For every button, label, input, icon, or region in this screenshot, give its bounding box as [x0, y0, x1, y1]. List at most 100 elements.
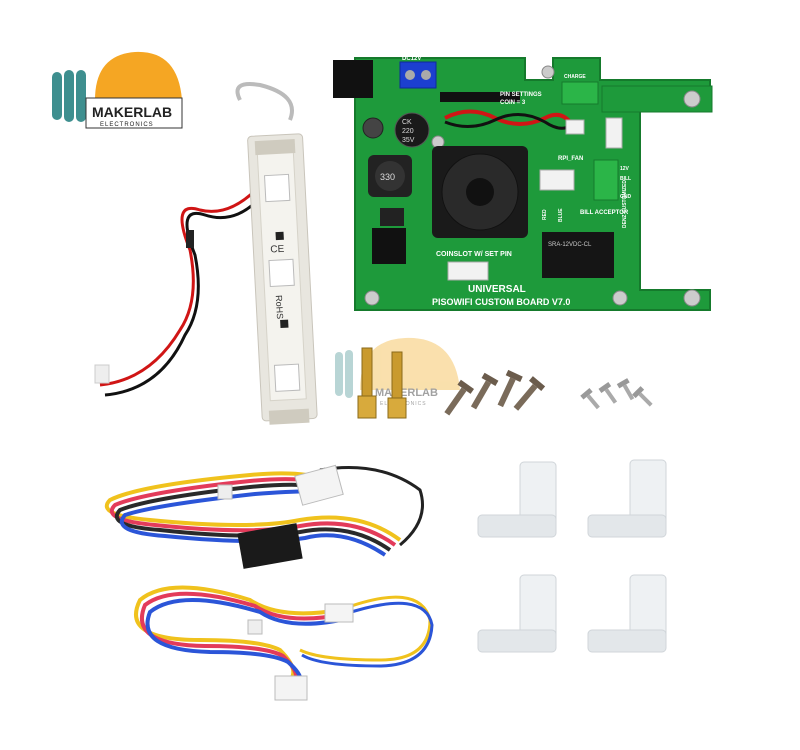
- rpi-fan-label: RPI_FAN: [558, 156, 583, 162]
- pin-header: [440, 92, 520, 102]
- capacitor: [394, 112, 430, 148]
- pin-settings-label: PIN SETTINGS: [500, 92, 542, 98]
- led-chip-3: [273, 363, 301, 392]
- led-chip-1: [263, 173, 291, 203]
- led-black-wire: [104, 159, 287, 397]
- relay: [542, 232, 614, 278]
- board-title-2: PISOWIFI CUSTOM BOARD V7.0: [432, 297, 570, 307]
- side-connector: [605, 117, 623, 149]
- led-endcap-top: [254, 139, 296, 156]
- brass-standoffs: [357, 347, 407, 419]
- fan-red-wire: [444, 109, 572, 126]
- ic-chip: [380, 208, 404, 226]
- watermark-coil-1: [335, 352, 343, 396]
- cable1-tie: [217, 484, 233, 500]
- wire-joint: [186, 230, 194, 248]
- plastic-brackets: [477, 459, 667, 653]
- watermark-bulb: [360, 337, 460, 390]
- standoff-2-base: [387, 397, 407, 419]
- charge-terminal: [561, 81, 599, 105]
- mount-hole-6: [541, 65, 555, 79]
- mount-hole-3: [364, 290, 380, 306]
- cable1-red: [109, 477, 397, 547]
- led-resistor-2: [280, 319, 289, 329]
- charge-label: CHARGE: [564, 74, 586, 80]
- dc-label: DC12V: [402, 56, 421, 62]
- cable2-red: [139, 591, 346, 683]
- denz-label: DENZ CUSTOMIZED: [622, 180, 628, 228]
- voltage-regulator: [372, 228, 406, 264]
- inductor-core: [375, 161, 405, 191]
- relay-label: SRA-12VDC-CL: [548, 242, 592, 248]
- capacitor-label: CK: [402, 119, 412, 126]
- logo-coil-1: [52, 72, 62, 120]
- cable1-dupont-connector: [237, 523, 303, 569]
- board-title-1: UNIVERSAL: [468, 284, 526, 295]
- watermark-coil-2: [345, 350, 353, 398]
- capacitor-label-3: 35V: [402, 137, 415, 144]
- blue-label: BLUE: [558, 208, 564, 222]
- cable1-white-connector: [294, 464, 344, 506]
- dc-jack: [333, 60, 373, 98]
- coin-setting-label: COIN = 3: [500, 100, 526, 106]
- led-connector: [94, 364, 110, 384]
- watermark-logo: MAKERLAB ELECTRONICS: [335, 337, 460, 407]
- standoff-1: [361, 347, 373, 397]
- small-screws: [580, 378, 653, 410]
- bracket-3: [477, 574, 557, 653]
- cable1-black: [114, 482, 392, 552]
- led-endcap-bottom: [268, 408, 310, 425]
- cable2-tie: [247, 619, 263, 635]
- mount-hole-2: [683, 289, 701, 307]
- capacitor-label-2: 220: [402, 128, 414, 135]
- fan-hub: [466, 178, 494, 206]
- logo-brand: MAKERLAB: [92, 104, 172, 120]
- cable2-connector-top: [324, 603, 354, 623]
- small-capacitor: [362, 117, 384, 139]
- v12-label: 12V: [620, 166, 630, 172]
- mount-hole-1: [683, 90, 701, 108]
- standoff-1-base: [357, 395, 377, 419]
- led-rohs-mark: RoHS: [274, 295, 285, 320]
- cable2-loop-yellow: [299, 595, 432, 662]
- logo-text-box: [85, 97, 183, 129]
- coinslot-label: COINSLOT W/ SET PIN: [436, 251, 512, 258]
- logo-sub: ELECTRONICS: [100, 122, 154, 128]
- large-screws: [444, 369, 546, 416]
- led-red-wire: [99, 159, 282, 387]
- pisowifi-board: DC12V CK 220 35V 330 SRA-12VDC-: [333, 56, 713, 311]
- logo-coil-3: [76, 70, 86, 122]
- cable-3pin: [134, 585, 434, 701]
- mount-hole-4: [612, 290, 628, 306]
- terminal-screw-2: [421, 70, 431, 80]
- bill-acceptor-label: BILL ACCEPTOR: [580, 210, 629, 216]
- standoff-2: [391, 351, 403, 401]
- fan-connector: [565, 119, 585, 135]
- bracket-2: [587, 459, 667, 538]
- gnd-label: GND: [620, 194, 632, 200]
- led-chip-2: [268, 258, 295, 288]
- bill-terminal: [593, 159, 619, 201]
- makerlab-logo: MAKERLAB ELECTRONICS: [52, 51, 183, 129]
- cable2-yellow: [134, 585, 341, 682]
- logo-bulb-shape: [95, 51, 182, 100]
- led-resistor-1: [275, 231, 284, 241]
- cable1-blue: [119, 489, 387, 557]
- bracket-1: [477, 461, 557, 538]
- logo-coil-2: [64, 70, 74, 122]
- coinslot-connector: [447, 261, 489, 281]
- cable2-loop-blue: [301, 601, 434, 668]
- cable2-blue: [145, 598, 351, 685]
- bracket-4: [587, 574, 667, 653]
- inductor-label: 330: [380, 172, 395, 182]
- cable1-loop: [319, 466, 424, 547]
- cable-4pin-with-dupont: [104, 464, 424, 569]
- led-ce-mark: CE: [270, 244, 285, 256]
- cable2-connector-bottom: [274, 675, 308, 701]
- watermark-brand: MAKERLAB: [375, 387, 438, 399]
- bill-label: BILL: [620, 176, 631, 182]
- led-strip: CE RoHS: [247, 133, 318, 425]
- led-strip-assembly: CE RoHS: [94, 82, 318, 425]
